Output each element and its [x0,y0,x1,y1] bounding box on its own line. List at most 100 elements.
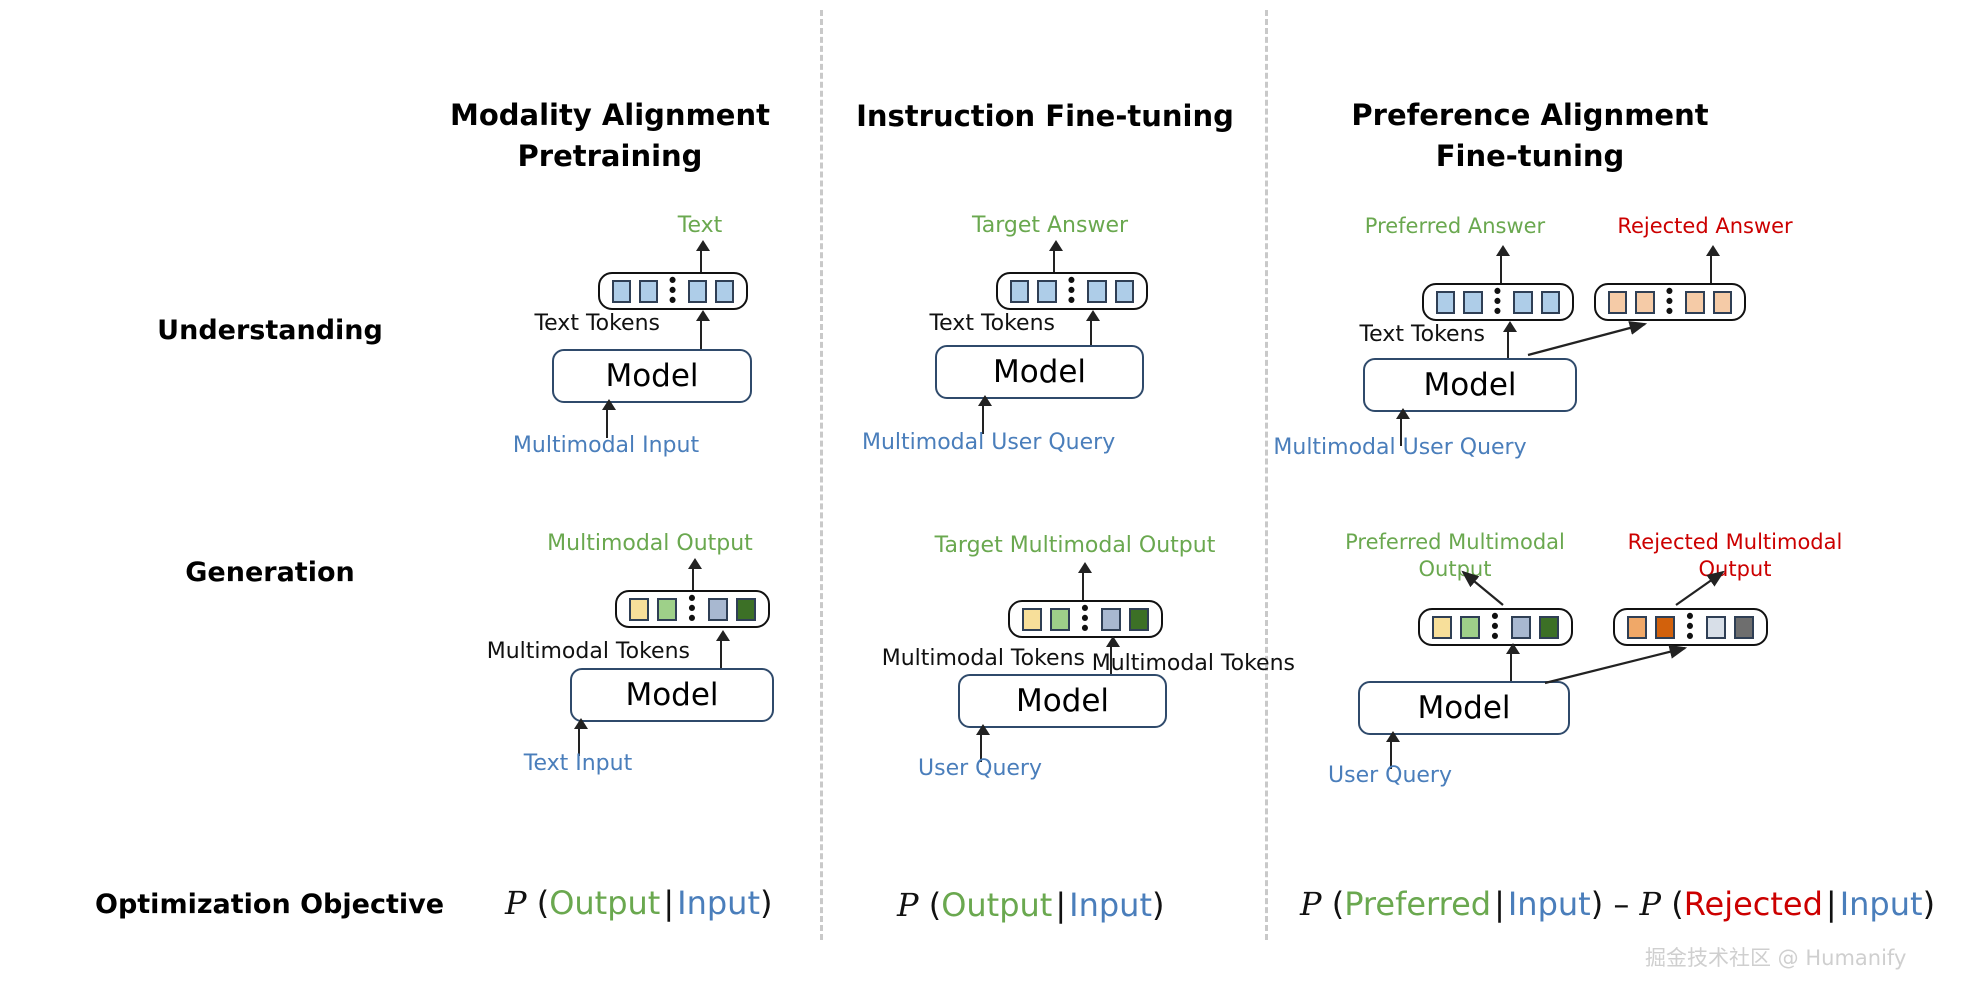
c3-generation-rejected-label-line1: Rejected Multimodal [1627,530,1843,554]
paren-close: ) [759,884,773,922]
rejected-multimodal-token [1627,615,1647,639]
c3-understanding-preferred-token-strip: • • • [1422,280,1574,324]
column-title-preference-alignment-fine-tuning: Preference Alignment Fine-tuning [1330,95,1730,177]
c1-generation-input-label: Text Input [523,751,633,776]
c2-understanding-output-label: Target Answer [971,213,1129,238]
multimodal-token [629,597,649,621]
paren-close-1: ) [1590,885,1604,923]
model-label: Model [1417,690,1511,726]
probability-symbol-1: P [1300,885,1322,923]
paren-close-2: ) [1922,885,1936,923]
c3-generation-tokens-arrow [1505,643,1520,681]
token-ellipsis: • • • [1491,280,1505,324]
c3-objective-formula: P (Preferred|Input) – P (Rejected|Input) [1300,885,1935,923]
c3-generation-preferred-label: Preferred Multimodal Output [1310,529,1600,583]
conditional-bar-2: | [1825,885,1837,923]
c3-generation-rejected-diagonal-arrow [1544,644,1688,685]
column-divider-1 [820,10,823,940]
token-ellipsis: • • • [1683,605,1698,649]
text-token [1463,290,1483,314]
column-divider-2 [1265,10,1268,940]
column-title-modality-alignment-pretraining: Modality Alignment Pretraining [440,95,780,177]
multimodal-token [1022,607,1042,631]
objective-input-1: Input [1507,885,1591,923]
c2-generation-tokens-label: Multimodal Tokens [881,646,1085,671]
c2-generation-tokens-arrow [1105,636,1120,674]
multimodal-token [1101,607,1122,631]
rejected-multimodal-token [1734,615,1754,639]
text-token [612,279,631,303]
objective-preferred: Preferred [1344,885,1492,923]
c2-generation-input-arrow [975,724,990,762]
token-ellipsis: • • • [685,587,700,631]
c1-generation-output-label: Multimodal Output [547,531,753,556]
c3-generation-rejected-label: Rejected Multimodal Output [1590,529,1880,583]
c3-understanding-input-arrow [1395,408,1410,446]
text-token [1114,279,1134,303]
c3-understanding-rejected-token-strip: • • • [1594,280,1746,324]
text-token [1037,279,1057,303]
c3-generation-preferred-token-strip: • • • [1418,607,1573,648]
column-title-line1: Preference Alignment [1351,98,1709,132]
objective-input: Input [677,884,760,922]
model-label: Model [1423,367,1517,403]
paren-close: ) [1151,886,1165,924]
probability-symbol: P [897,886,919,924]
watermark: 掘金技术社区 @ Humanify [1645,946,1907,970]
c3-generation-model-box: Model [1358,681,1570,735]
c1-understanding-tokens-label: Text Tokens [534,311,660,336]
c1-generation-input-arrow [573,718,588,756]
c2-generation-output-label: Target Multimodal Output [934,533,1216,558]
multimodal-token [1539,615,1559,639]
c2-understanding-output-arrow [1048,240,1063,280]
row-label-optimization-objective: Optimization Objective [95,889,445,920]
column-title-line1: Modality Alignment [450,98,770,132]
c3-generation-preferred-label-line1: Preferred Multimodal [1345,530,1565,554]
column-title-line2: Fine-tuning [1435,139,1625,173]
objective-output: Output [549,884,661,922]
c1-generation-model-box: Model [570,668,774,722]
c3-understanding-model-box: Model [1363,358,1577,412]
text-token [1540,290,1560,314]
multimodal-token [708,597,729,621]
c1-understanding-input-label: Multimodal Input [512,433,700,458]
c3-understanding-tokens-label: Text Tokens [1359,322,1485,347]
c3-understanding-rejected-diagonal-arrow [1527,321,1648,357]
c2-understanding-input-arrow [977,395,992,434]
c1-understanding-output-arrow [695,240,710,280]
column-title-line2: Pretraining [517,139,703,173]
paren-open: ( [928,886,942,924]
c2-generation-output-arrow [1077,562,1092,602]
model-label: Model [625,677,719,713]
c2-understanding-input-label: Multimodal User Query [862,430,1116,455]
c2-understanding-tokens-label: Text Tokens [929,311,1055,336]
c3-generation-preferred-label-line2: Output [1418,557,1492,581]
token-ellipsis: • • • [1663,280,1677,324]
rejected-text-token [1712,290,1732,314]
multimodal-token [1459,615,1480,639]
rejected-multimodal-token [1654,615,1675,639]
probability-symbol: P [505,884,527,922]
token-ellipsis: • • • [1078,597,1093,641]
c1-generation-multimodal-token-strip: • • • [615,587,770,631]
c3-generation-rejected-label-line2: Output [1698,557,1772,581]
multimodal-token [1432,615,1452,639]
c1-understanding-tokens-arrow [695,310,710,350]
c1-understanding-text-token-strip: • • • [598,269,748,313]
model-label: Model [1015,683,1110,719]
objective-input: Input [1069,886,1152,924]
c3-understanding-rejected-label: Rejected Answer [1617,214,1793,238]
c3-generation-rejected-token-strip: • • • [1613,605,1768,649]
token-ellipsis: • • • [666,269,680,313]
text-token [715,279,735,303]
row-label-generation: Generation [185,557,355,588]
rejected-text-token [1635,290,1655,314]
c2-understanding-tokens-arrow [1085,310,1100,350]
token-ellipsis: • • • [1065,269,1079,313]
conditional-bar: | [663,884,675,922]
c3-generation-input-label: User Query [1328,763,1452,788]
c1-generation-tokens-arrow [715,630,730,670]
model-label: Model [605,358,699,394]
c2-objective-formula: P (Output|Input) [897,886,1164,924]
objective-rejected: Rejected [1683,885,1823,923]
